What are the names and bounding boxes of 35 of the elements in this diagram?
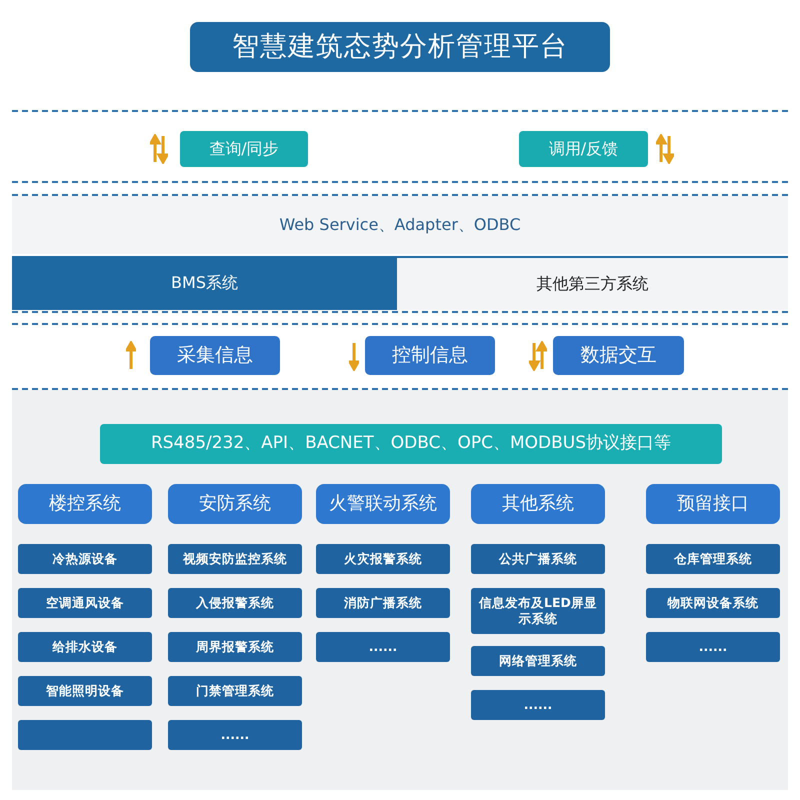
category-header: 其他系统	[471, 484, 605, 524]
subsystem-box: 冷热源设备	[18, 544, 152, 574]
interface-tag: 调用/反馈	[519, 131, 648, 167]
subsystem-box: ......	[168, 720, 302, 750]
subsystem-box: 智能照明设备	[18, 676, 152, 706]
subsystem-box: ......	[471, 690, 605, 720]
category-header: 楼控系统	[18, 484, 152, 524]
subsystem-box: 给排水设备	[18, 632, 152, 662]
category-header: 安防系统	[168, 484, 302, 524]
subsystem-box: 物联网设备系统	[646, 588, 780, 618]
subsystem-box: ......	[646, 632, 780, 662]
subsystem-box: ......	[316, 632, 450, 662]
subsystem-box: 公共广播系统	[471, 544, 605, 574]
subsystem-box: 网络管理系统	[471, 646, 605, 676]
subsystem-box: 火灾报警系统	[316, 544, 450, 574]
data-flow-tag: 控制信息	[365, 336, 495, 375]
category-header: 预留接口	[646, 484, 780, 524]
subsystem-box: 空调通风设备	[18, 588, 152, 618]
subsystem-box: 仓库管理系统	[646, 544, 780, 574]
subsystem-box: 周界报警系统	[168, 632, 302, 662]
subsystem-box: 门禁管理系统	[168, 676, 302, 706]
protocol-bar: RS485/232、API、BACNET、ODBC、OPC、MODBUS协议接口等	[100, 424, 722, 464]
data-flow-tag: 数据交互	[553, 336, 684, 375]
subsystem-box: 入侵报警系统	[168, 588, 302, 618]
subsystem-box: 信息发布及LED屏显示系统	[471, 588, 605, 634]
platform-title-banner: 智慧建筑态势分析管理平台	[190, 22, 610, 72]
subsystem-box	[18, 720, 152, 750]
subsystem-box: 消防广播系统	[316, 588, 450, 618]
interface-tag: 查询/同步	[180, 131, 308, 167]
category-header: 火警联动系统	[316, 484, 450, 524]
data-flow-tag: 采集信息	[150, 336, 280, 375]
system-band: BMS系统	[12, 256, 397, 310]
middleware-band: Web Service、Adapter、ODBC	[12, 196, 788, 254]
subsystem-box: 视频安防监控系统	[168, 544, 302, 574]
system-band: 其他第三方系统	[397, 256, 788, 310]
